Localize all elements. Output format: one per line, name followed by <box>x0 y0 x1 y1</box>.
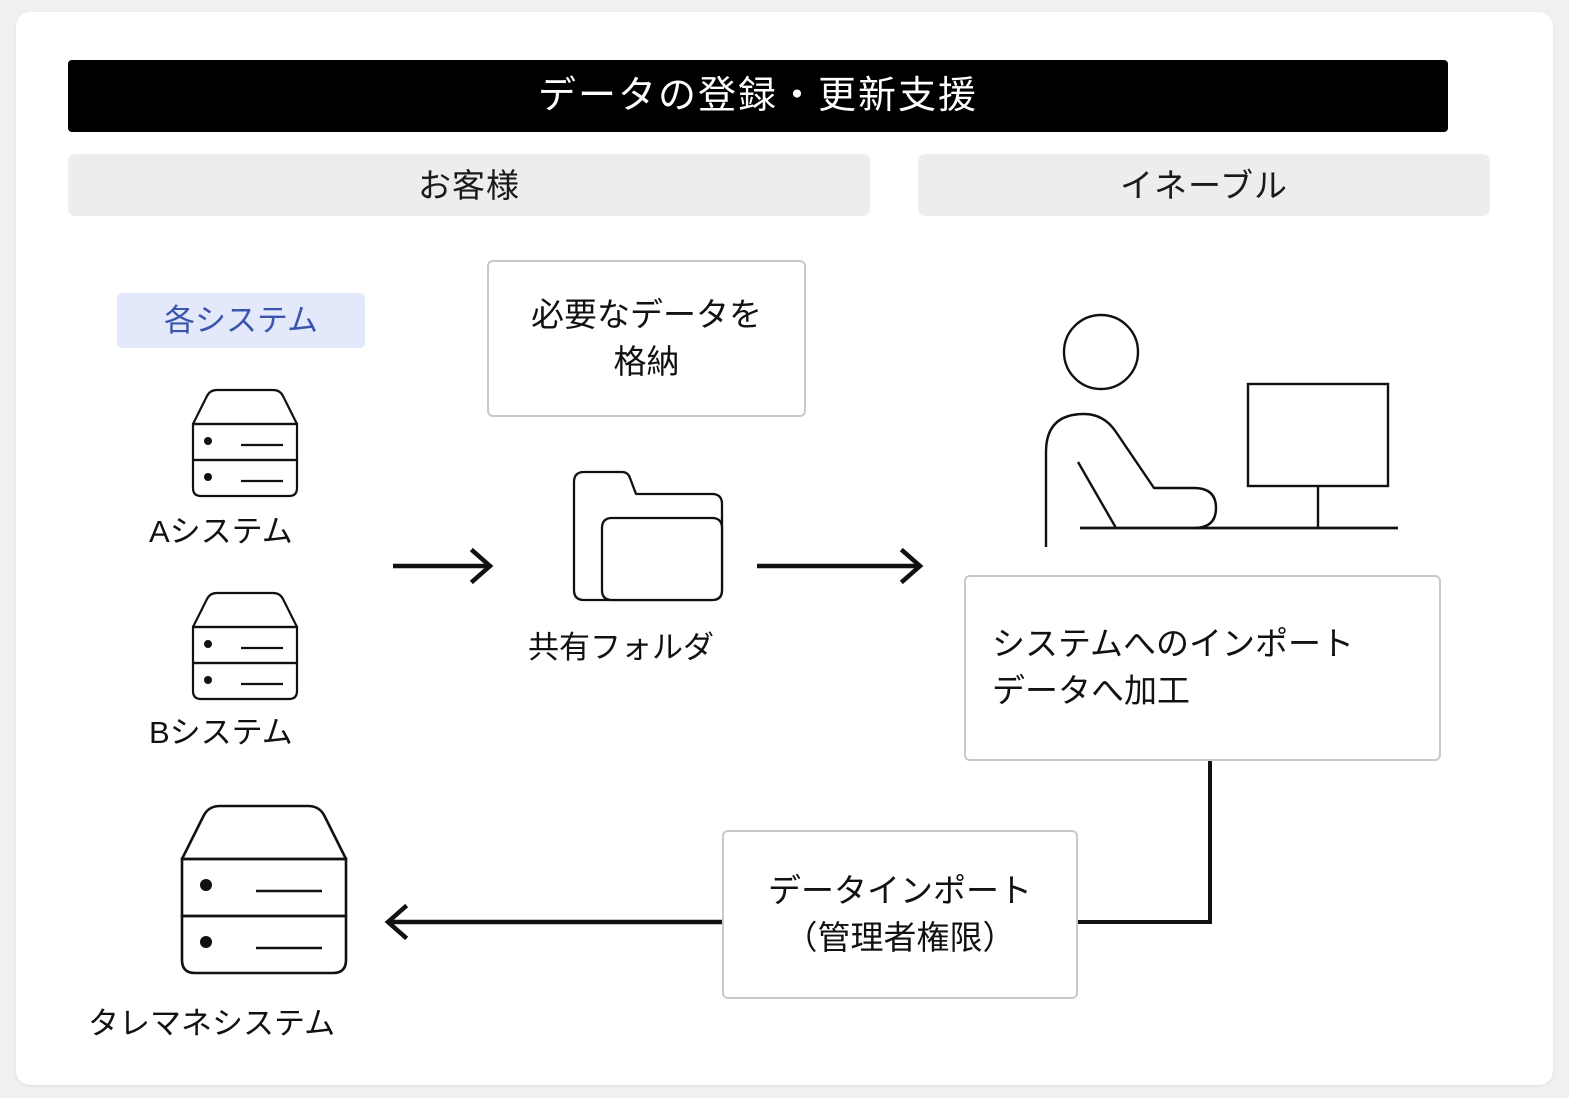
systems-badge: 各システム <box>117 293 365 348</box>
page-title-bar: データの登録・更新支援 <box>68 60 1448 132</box>
folder-icon-shared-folder <box>572 470 724 602</box>
column-header-customer-label: お客様 <box>418 166 520 204</box>
server-icon-target-system <box>180 804 348 975</box>
callout-store-data-line-2: 格納 <box>613 342 680 380</box>
connector-import-to-data-import <box>1078 761 1212 924</box>
callout-store-data: 必要なデータを 格納 <box>487 260 806 417</box>
systems-badge-label: 各システム <box>163 303 319 338</box>
target-system-label: タレマネシステム <box>88 1006 336 1041</box>
page-title: データの登録・更新支援 <box>537 75 978 117</box>
column-header-customer: お客様 <box>68 154 870 216</box>
callout-system-import-line-1: システムへのインポート <box>992 625 1355 663</box>
person-at-desk-icon <box>1044 313 1398 547</box>
callout-data-import: データインポート （管理者権限） <box>722 830 1078 999</box>
callout-store-data-line-1: 必要なデータを <box>531 295 762 333</box>
diagram-card: データの登録・更新支援 お客様 イネーブル 各システム Aシステム Bシステム <box>16 12 1553 1085</box>
server-icon-system-a <box>191 388 299 498</box>
column-header-enable-label: イネーブル <box>1119 166 1289 204</box>
column-header-enable: イネーブル <box>918 154 1490 216</box>
arrow-import-to-target <box>384 903 722 941</box>
callout-system-import: システムへのインポート データへ加工 <box>964 575 1441 761</box>
callout-data-import-line-1: データインポート <box>768 871 1032 909</box>
callout-data-import-line-2: （管理者権限） <box>784 918 1016 956</box>
arrow-systems-to-folder <box>393 547 494 585</box>
shared-folder-label: 共有フォルダ <box>528 630 714 665</box>
arrow-folder-to-person <box>757 547 924 585</box>
system-b-label: Bシステム <box>149 715 293 750</box>
callout-system-import-line-2: データへ加工 <box>992 672 1190 709</box>
server-icon-system-b <box>191 591 299 701</box>
system-a-label: Aシステム <box>149 514 293 549</box>
